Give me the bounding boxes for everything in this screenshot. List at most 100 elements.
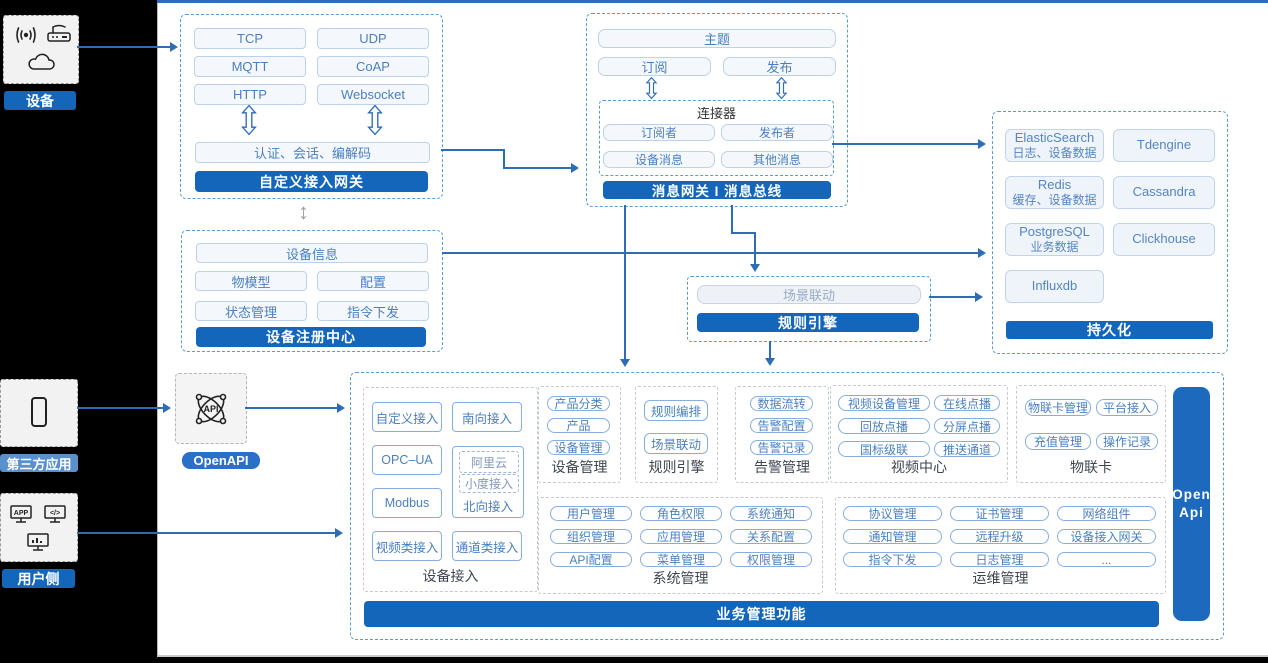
access-button[interactable]: 自定义接入 [372,402,442,432]
feature-button[interactable]: 平台接入 [1096,399,1158,416]
protocol-button[interactable]: TCP [194,28,306,49]
message-bus-box: 主题 订阅 发布 连接器 订阅者发布者设备消息其他消息 消息网关 I 消息总线 [586,13,848,207]
connector-line [77,532,337,534]
connector-box: 连接器 订阅者发布者设备消息其他消息 [599,100,834,176]
connector-line [77,46,172,48]
third-party-side-box [0,379,78,447]
feature-button[interactable]: 在线点播 [934,395,1000,411]
feature-button[interactable]: 权限管理 [730,552,812,567]
chart-monitor-icon [26,532,50,552]
protocol-button[interactable]: Websocket [317,84,429,105]
protocol-button[interactable]: HTTP [194,84,306,105]
feature-button[interactable]: ... [1057,552,1156,567]
feature-button[interactable]: 物联卡管理 [1025,399,1091,416]
feature-button[interactable]: 推送通道 [934,441,1000,457]
section-label: 运维管理 [972,570,1029,586]
arrowhead [978,248,986,258]
aliyun-chip[interactable]: 阿里云 [459,451,519,473]
section-item-list: 数据流转告警配置告警记录 [749,396,814,455]
device-info-button[interactable]: 设备信息 [196,243,428,263]
feature-button[interactable]: 远程升级 [950,529,1049,544]
feature-button[interactable]: 日志管理 [950,552,1049,567]
connector-line [442,252,982,254]
protocol-button[interactable]: MQTT [194,56,306,77]
section-label: 告警管理 [754,459,810,475]
feature-button[interactable]: 指令下发 [843,552,942,567]
auth-session-codec-button[interactable]: 认证、会话、编解码 [195,142,430,163]
openapi-box: API [175,373,247,444]
feature-button[interactable]: 回放点播 [838,418,930,434]
feature-button[interactable]: API配置 [550,552,632,567]
updown-double-arrow-icon [367,104,383,136]
section-label: 视频中心 [891,459,947,475]
feature-button[interactable]: 充值管理 [1025,433,1091,450]
feature-button[interactable]: 通知管理 [843,529,942,544]
feature-button[interactable]: 产品分类 [547,396,610,411]
feature-button[interactable]: 网络组件 [1057,506,1156,521]
channel-access-button[interactable]: 通道类接入 [452,531,522,561]
topic-button[interactable]: 主题 [598,29,836,48]
section-item-list: 用户管理角色权限系统通知组织管理应用管理关系配置 API配置菜单管理权限管理 [550,506,812,567]
svg-text:APP: APP [14,510,29,517]
datastore-chip[interactable]: Clickhouse [1113,223,1215,256]
xiaodu-chip[interactable]: 小度接入 [459,474,519,493]
feature-button[interactable]: 系统通知 [730,506,812,521]
connector-button[interactable]: 发布者 [721,124,833,141]
feature-button[interactable]: 角色权限 [640,506,722,521]
feature-button[interactable]: 分屏点播 [934,418,1000,434]
feature-button[interactable]: 数据流转 [750,396,813,411]
feature-button[interactable]: 应用管理 [640,529,722,544]
access-button[interactable]: 视频类接入 [372,531,442,561]
feature-button[interactable]: 证书管理 [950,506,1049,521]
registry-button[interactable]: 配置 [317,271,429,291]
scene-linkage-button[interactable]: 场景联动 [697,285,921,304]
protocol-button[interactable]: CoAP [317,56,429,77]
feature-button[interactable]: 操作记录 [1096,433,1158,450]
feature-button[interactable]: 告警配置 [750,418,813,433]
feature-button[interactable]: 关系配置 [730,529,812,544]
connector-line [731,205,733,234]
feature-button[interactable]: 视频设备管理 [838,395,930,411]
feature-button[interactable]: 告警记录 [750,440,813,455]
feature-button[interactable]: 组织管理 [550,529,632,544]
northbound-label: 北向接入 [462,500,513,514]
registry-button[interactable]: 指令下发 [317,301,429,321]
datastore-chip[interactable]: Influxdb [1005,270,1104,303]
feature-button[interactable]: 设备管理 [547,440,610,455]
feature-button[interactable]: 菜单管理 [640,552,722,567]
connector-title: 连接器 [696,106,736,121]
feature-button[interactable]: 场景联动 [644,432,708,454]
connector-button[interactable]: 其他消息 [721,151,833,168]
registry-button[interactable]: 物模型 [195,271,307,291]
datastore-chip[interactable]: Cassandra [1113,176,1215,209]
datastore-chip[interactable]: Tdengine [1113,129,1215,162]
registry-button[interactable]: 状态管理 [195,301,307,321]
feature-button[interactable]: 产品 [547,418,610,433]
user-side-box: APP </> [0,493,78,562]
connector-button[interactable]: 订阅者 [603,124,715,141]
feature-button[interactable]: 规则编排 [644,399,708,421]
connector-line [245,407,339,409]
access-button[interactable]: Modbus [372,488,442,518]
publish-button[interactable]: 发布 [723,57,836,76]
section-label: 规则引擎 [648,459,705,475]
subscribe-button[interactable]: 订阅 [598,57,711,76]
connector-line [754,232,756,266]
feature-button[interactable]: 协议管理 [843,506,942,521]
feature-button[interactable]: 用户管理 [550,506,632,521]
section-item-list: 协议管理证书管理网络组件通知管理远程升级设备接入网关指令下发日志管理... [843,506,1156,567]
protocol-button[interactable]: UDP [317,28,429,49]
feature-button[interactable]: 国标级联 [838,441,930,457]
svg-text:API: API [203,404,218,414]
connector-button[interactable]: 设备消息 [603,151,715,168]
access-button[interactable]: OPC–UA [372,445,442,475]
device-access-left-list: 自定义接入 OPC–UA Modbus 视频类接入 [372,402,442,561]
feature-button[interactable]: 设备接入网关 [1057,529,1156,544]
message-bus-title-bar: 消息网关 I 消息总线 [603,181,831,199]
northbound-access-group[interactable]: 阿里云 小度接入 北向接入 [452,446,524,518]
third-party-label: 第三方应用 [0,454,78,472]
southbound-access-button[interactable]: 南向接入 [452,402,522,432]
